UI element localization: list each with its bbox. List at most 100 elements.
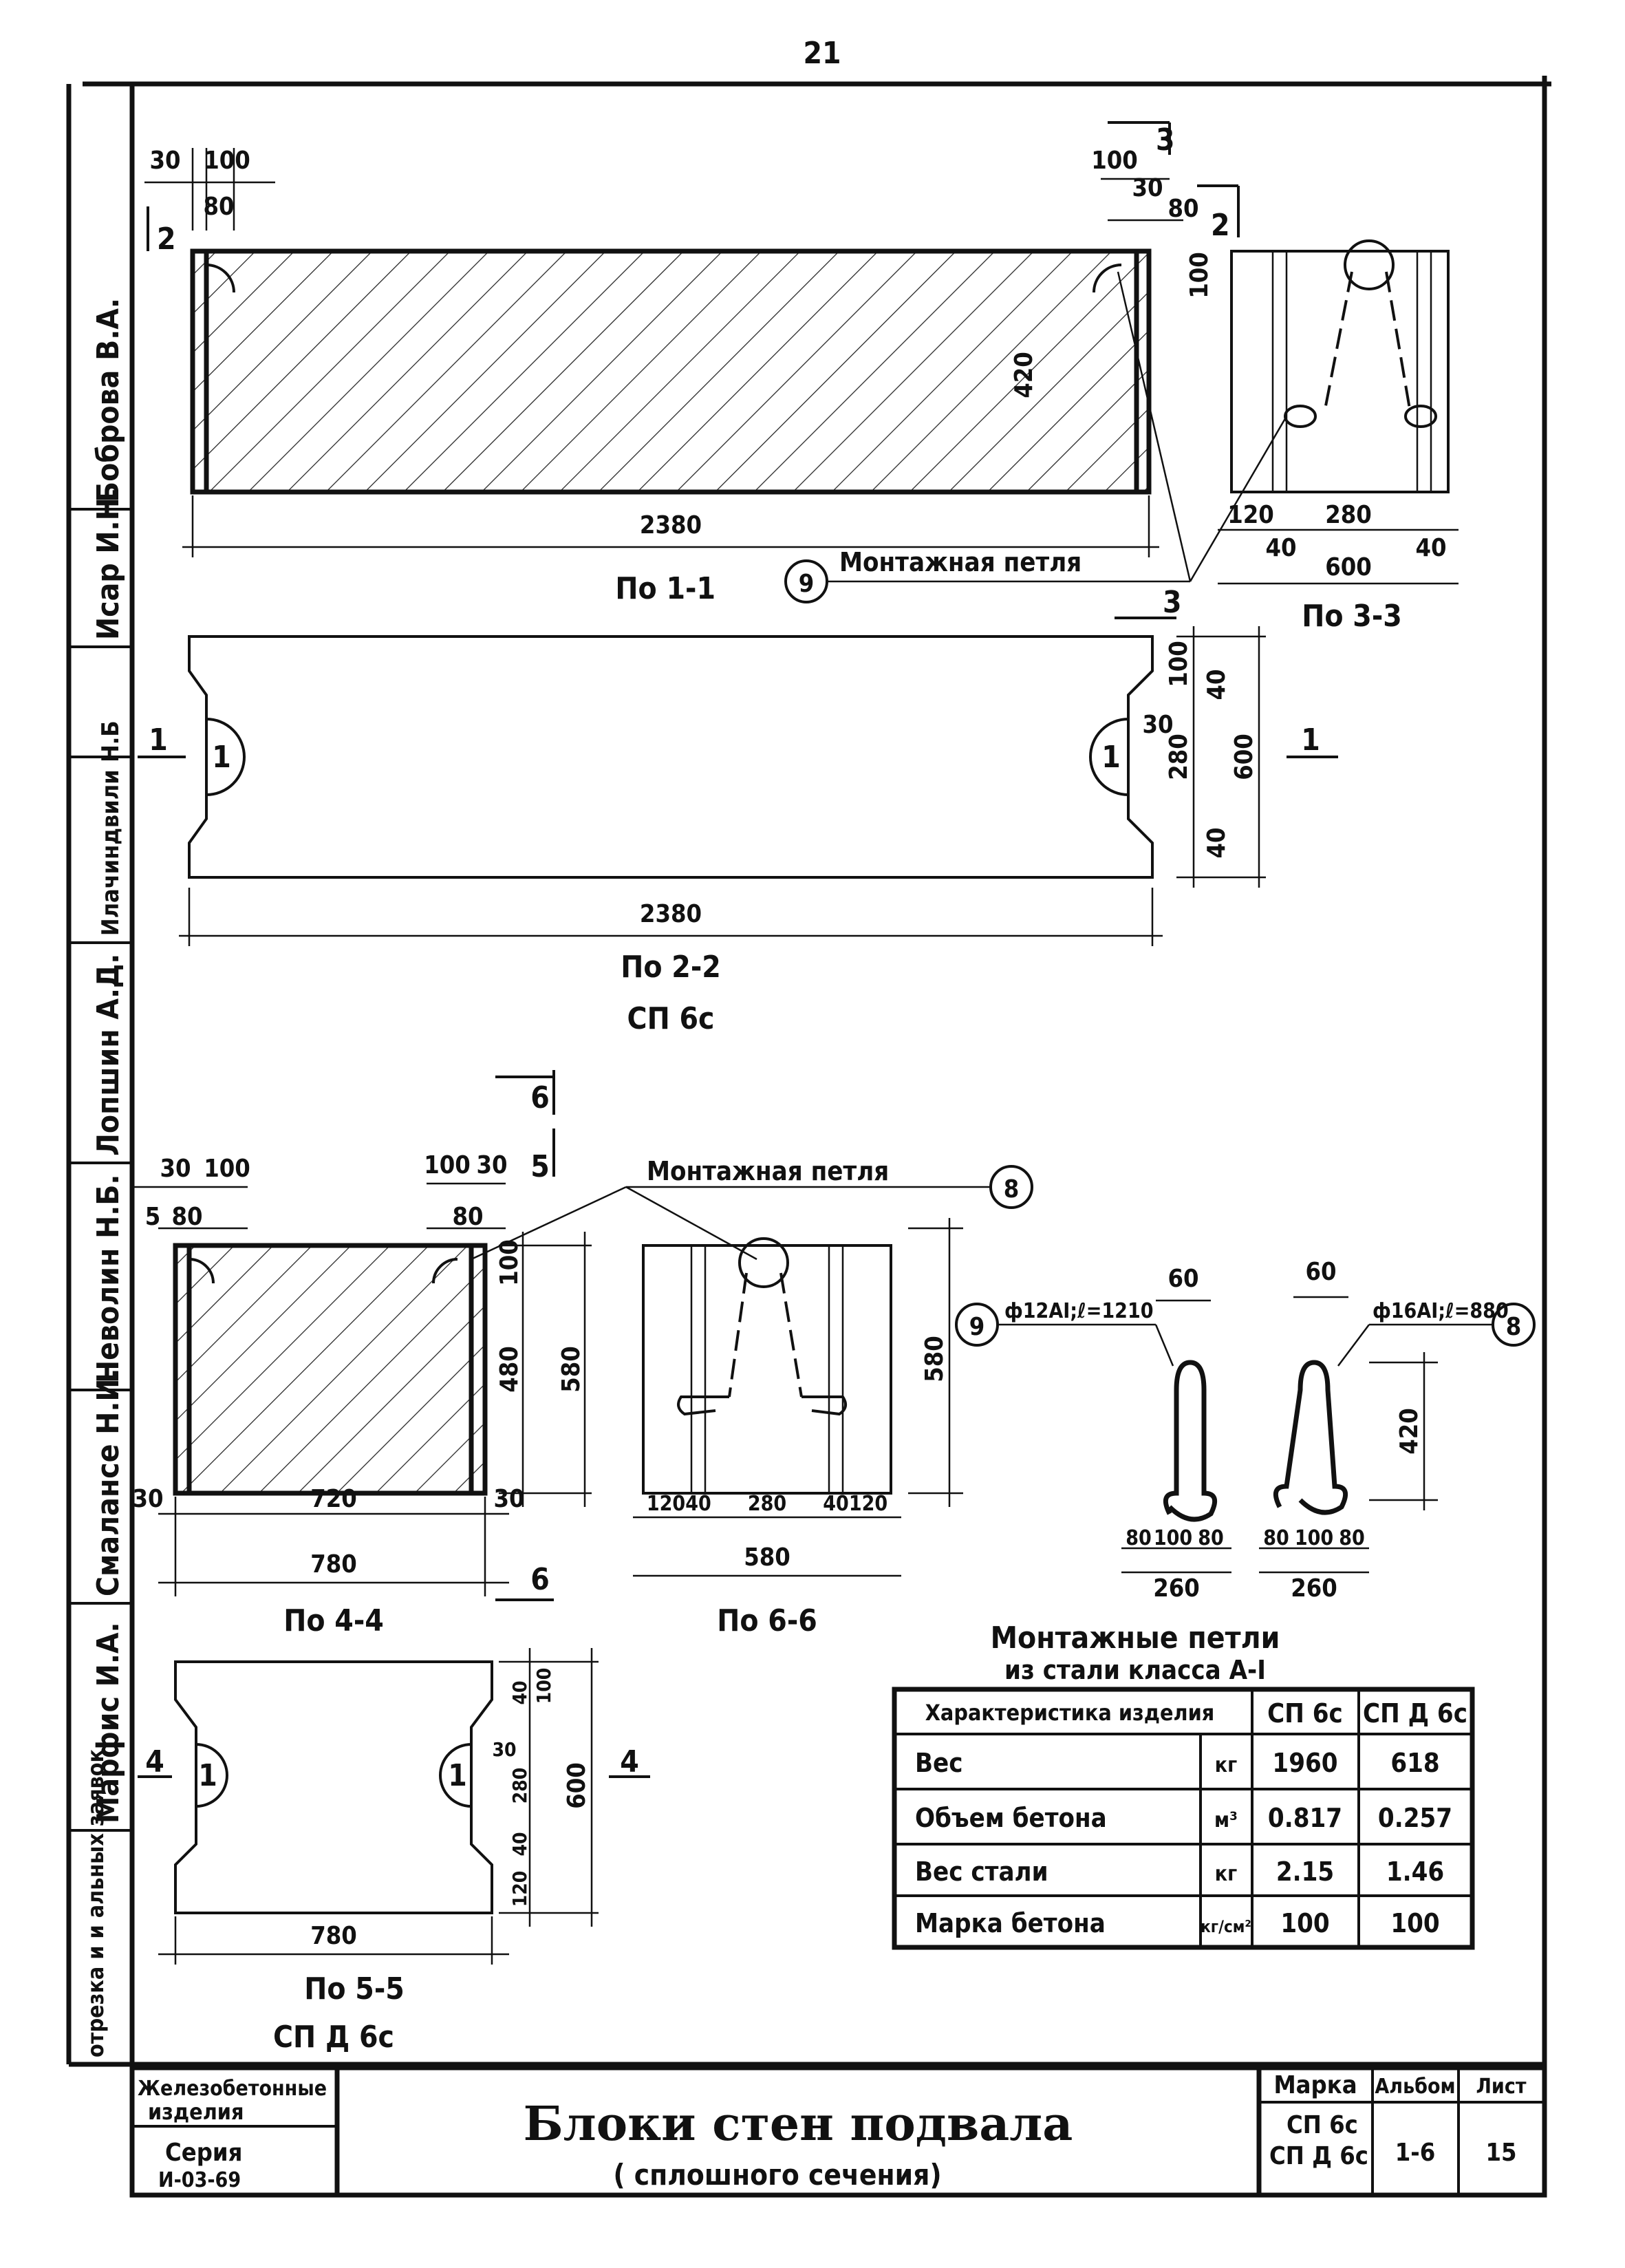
view-3-3: 100 120 280 40 40 600 По 3-3: [1185, 239, 1459, 634]
view-4-4-dim-h100: 100: [495, 1239, 524, 1286]
view-5-5-dim-40a: 40: [508, 1680, 531, 1704]
view-2-2-dim-40a: 40: [1203, 669, 1231, 700]
view-5-5-mark-right: 4: [620, 1744, 639, 1779]
side-name-6: Смалансе Н.И.: [91, 1368, 126, 1596]
view-3-3-caption: По 3-3: [1302, 599, 1402, 634]
view-2-2-dim-40b: 40: [1203, 827, 1231, 858]
table-row4-b: 100: [1390, 1908, 1439, 1938]
view-2-2-mark-left: 1: [149, 723, 168, 758]
table-row3-name: Вес стали: [915, 1857, 1048, 1887]
table-row1-b: 618: [1390, 1748, 1439, 1778]
view-1-1-dim-420: 420: [1010, 352, 1038, 398]
view-4-4-caption: По 4-4: [283, 1603, 384, 1638]
loop9-base-3: 80: [1198, 1526, 1224, 1550]
table-row4-a: 100: [1280, 1908, 1329, 1938]
view-4-4-dim-30: 30: [160, 1155, 191, 1183]
view-6-6-dim-40b: 40: [823, 1492, 849, 1516]
view-4-4-width: 780: [310, 1550, 357, 1579]
view-6-6-height: 580: [921, 1336, 949, 1382]
loop8-spec: ф16АI;ℓ=880: [1373, 1299, 1509, 1323]
side-name-1: Боброва В.А.: [91, 298, 126, 502]
table-heading-2: из стали класса А-I: [1004, 1655, 1266, 1685]
table-row2-a: 0.817: [1268, 1803, 1342, 1833]
view-5-5-dim-120: 120: [508, 1871, 531, 1907]
loop9-spec: ф12АI;ℓ=1210: [1004, 1299, 1154, 1323]
table-row4-unit: кг/см²: [1201, 1917, 1251, 1936]
loop9-num: 9: [969, 1313, 985, 1341]
view-3-3-dim-100: 100: [1185, 252, 1214, 299]
table-row4-name: Марка бетона: [915, 1908, 1106, 1938]
album-value: 1-6: [1395, 2139, 1436, 2167]
loop8-base-3: 80: [1339, 1526, 1365, 1550]
table-col-b: СП Д 6с: [1363, 1698, 1467, 1729]
view-2-2-dim-280: 280: [1165, 734, 1193, 780]
view-3-3-dim-280: 280: [1325, 501, 1372, 529]
table-row1-unit: кг: [1215, 1753, 1237, 1777]
view-4-4-mark-6-top: 6: [530, 1080, 550, 1115]
table-row1-name: Вес: [915, 1748, 963, 1778]
drawing-subtitle: ( сплошного сечения): [613, 2158, 941, 2192]
table-col-a: СП 6с: [1267, 1698, 1343, 1729]
view-6-6-dim-120a: 120: [647, 1492, 685, 1516]
view-5-5: 1 1 4 4 40 100 30 280 40 120 600 780 По …: [138, 1648, 650, 2055]
view-2-2-loop-right: 1: [1101, 740, 1121, 775]
side-name-3: Илачиндвили Н.Б: [97, 720, 125, 936]
view-6-6-dim-120b: 120: [849, 1492, 887, 1516]
view-4-4-dim-h480: 480: [495, 1346, 524, 1393]
view-1-1-dim-r30: 30: [1132, 174, 1163, 202]
view-4-4-mark-6-bottom: 6: [530, 1562, 550, 1597]
view-1-1-dim-100: 100: [204, 147, 250, 175]
table-row1-a: 1960: [1272, 1748, 1337, 1778]
view-2-2: 1 1 1 1 100 40 30 280 600 40 2380 По 2-2…: [138, 626, 1338, 1036]
title-block-left-2: изделия: [148, 2099, 244, 2125]
view-4-4-inner-width: 720: [310, 1485, 357, 1513]
view-6-6-caption: По 6-6: [717, 1603, 817, 1638]
view-3-3-dim-40a: 40: [1265, 534, 1296, 562]
view-2-2-caption: По 2-2: [621, 950, 721, 985]
view-4-4-dim-100: 100: [204, 1155, 250, 1183]
view-1-1-dim-30: 30: [149, 147, 180, 175]
loop9-total: 260: [1153, 1574, 1200, 1603]
sheet-header: Лист: [1476, 2075, 1527, 2099]
loop8-top: 60: [1305, 1258, 1336, 1286]
view-3-3-dim-40b: 40: [1415, 534, 1446, 562]
view-5-5-width: 780: [310, 1922, 357, 1950]
view-5-5-loop-right: 1: [448, 1758, 467, 1793]
view-4-4-dim-r30: 30: [476, 1151, 507, 1179]
title-block-left-4: И-03-69: [158, 2168, 241, 2192]
view-5-5-dim-40b: 40: [508, 1832, 531, 1856]
view-4-4-dim-r80: 80: [452, 1203, 483, 1231]
view-4-4-mark-5: 5: [530, 1149, 550, 1184]
side-names: Боброва В.А. Исар И.Н. Илачиндвили Н.Б Л…: [83, 298, 126, 2057]
view-2-2-dim-100: 100: [1165, 641, 1193, 687]
title-block-left-1: Железобетонные: [138, 2077, 327, 2101]
view-5-5-dim-280: 280: [508, 1768, 531, 1804]
mark-value-2: СП Д 6с: [1269, 2142, 1368, 2170]
table-row3-b: 1.46: [1386, 1857, 1444, 1887]
loop-details: 9 ф12АI;ℓ=1210 60 80 100 80 260 60 ф16АI…: [955, 1258, 1536, 1603]
view-4-4: 30 100 5 80 100 30 80 6 5 100 480 580 30…: [132, 1070, 592, 1638]
view-1-1-dim-80: 80: [203, 193, 234, 221]
table-row3-unit: кг: [1215, 1862, 1237, 1886]
title-block: Железобетонные изделия Серия И-03-69 Бло…: [129, 2065, 1547, 2198]
view-1-1-width: 2380: [640, 511, 702, 539]
section-mark-2-right: 2: [1211, 208, 1230, 243]
loop-callout-9: 9 Монтажная петля 3: [784, 271, 1288, 620]
loop8-base-2: 100: [1295, 1526, 1333, 1550]
sheet-value: 15: [1485, 2139, 1516, 2167]
album-header: Альбом: [1375, 2075, 1455, 2099]
view-2-2-dim-30: 30: [1142, 711, 1173, 739]
loop9-base-1: 80: [1126, 1526, 1152, 1550]
mark-header: Марка: [1273, 2071, 1357, 2099]
loop9-top: 60: [1167, 1265, 1198, 1293]
loop8-height: 420: [1395, 1408, 1423, 1455]
view-2-2-mark-right: 1: [1301, 723, 1320, 758]
view-5-5-caption: По 5-5: [304, 1971, 405, 2007]
view-6-6-width: 580: [744, 1543, 790, 1572]
view-1-1-dim-r80: 80: [1167, 195, 1198, 223]
loop-callout-9-label: Монтажная петля: [839, 547, 1081, 577]
loop9-base-2: 100: [1154, 1526, 1192, 1550]
view-2-2-width: 2380: [640, 900, 702, 928]
view-4-4-dim-r100: 100: [424, 1151, 471, 1179]
view-4-4-dim-h580: 580: [557, 1346, 585, 1393]
